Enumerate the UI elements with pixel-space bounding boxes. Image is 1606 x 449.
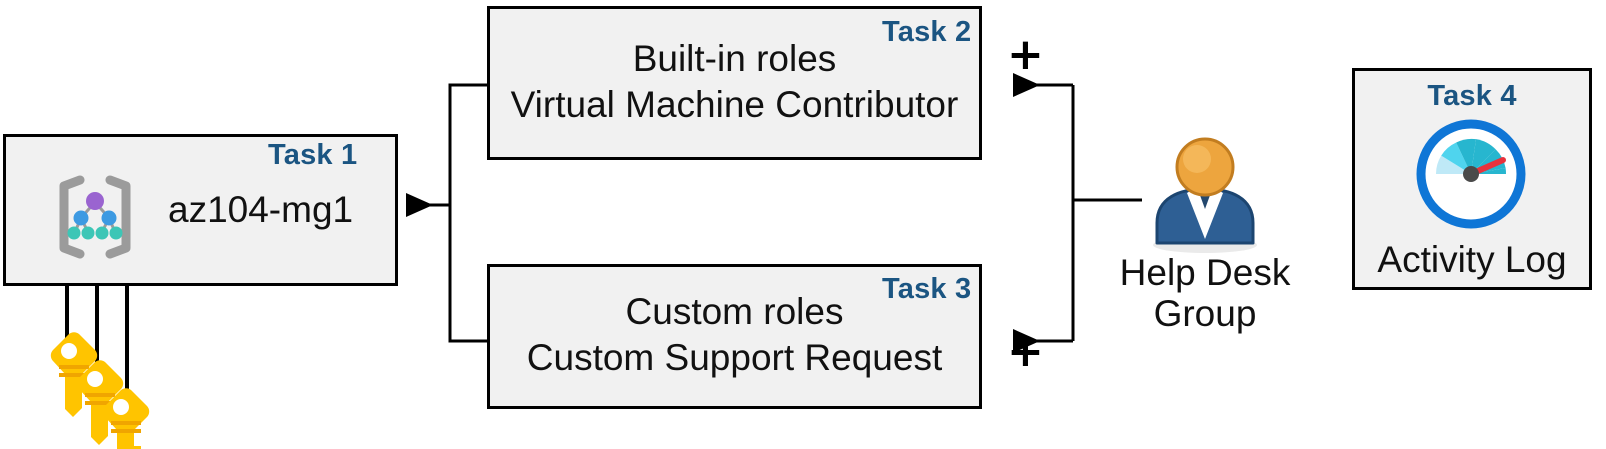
user-group-icon [1135,135,1275,255]
task4-caption: Activity Log [1377,239,1567,280]
task4-label: Task 4 [1427,80,1517,112]
task2-label: Task 2 [882,16,972,48]
activity-log-gauge-icon [1415,118,1527,230]
task3-label: Task 3 [882,273,972,305]
task1-label: Task 1 [268,139,358,171]
keys-icon [35,318,155,449]
management-group-icon [50,172,140,262]
task2-line1: Built-in roles [632,38,837,79]
connector-roles-to-mg [406,83,500,343]
actor-line2: Group [1153,293,1257,334]
task3-plus: + [1007,326,1044,377]
task2-line2: Virtual Machine Contributor [510,84,959,125]
actor-line1: Help Desk [1119,252,1291,293]
task1-box[interactable] [3,134,398,286]
task3-line2: Custom Support Request [526,337,943,378]
task2-plus: + [1007,29,1044,80]
task3-box[interactable] [487,264,982,409]
task2-box[interactable] [487,6,982,160]
task3-line1: Custom roles [625,291,844,332]
task1-name: az104-mg1 [168,189,354,230]
